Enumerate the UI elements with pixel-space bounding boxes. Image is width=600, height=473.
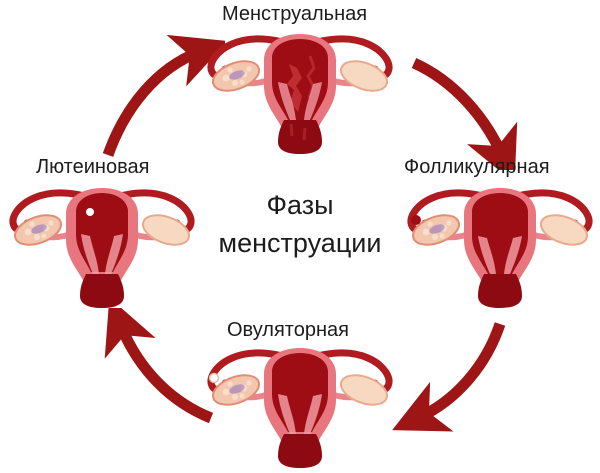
diagram-title-line2: менструации	[218, 228, 382, 258]
diagram-title-line1: Фазы	[266, 190, 334, 220]
arrow-luteal-to-menstrual	[102, 35, 225, 157]
uterus-menstrual	[207, 34, 393, 154]
arrow-ovulatory-to-luteal	[104, 308, 214, 424]
follicle-marker	[411, 215, 421, 225]
phase-label-ovulatory: Овуляторная	[227, 319, 349, 341]
phase-label-follicular: Фолликулярная	[404, 156, 550, 178]
diagram-title: Фазы менструации	[190, 186, 410, 262]
uterus-ovulatory	[207, 348, 393, 468]
uterus-luteal	[9, 188, 195, 308]
uterus-follicular	[407, 188, 593, 308]
phase-label-luteal: Лютеиновая	[36, 156, 150, 178]
implanted-ovum	[86, 208, 94, 216]
phase-label-menstrual: Менструальная	[222, 3, 368, 25]
arrow-menstrual-to-follicular	[411, 57, 518, 170]
arrow-follicular-to-ovulatory	[392, 322, 506, 432]
released-ovum	[208, 372, 220, 384]
